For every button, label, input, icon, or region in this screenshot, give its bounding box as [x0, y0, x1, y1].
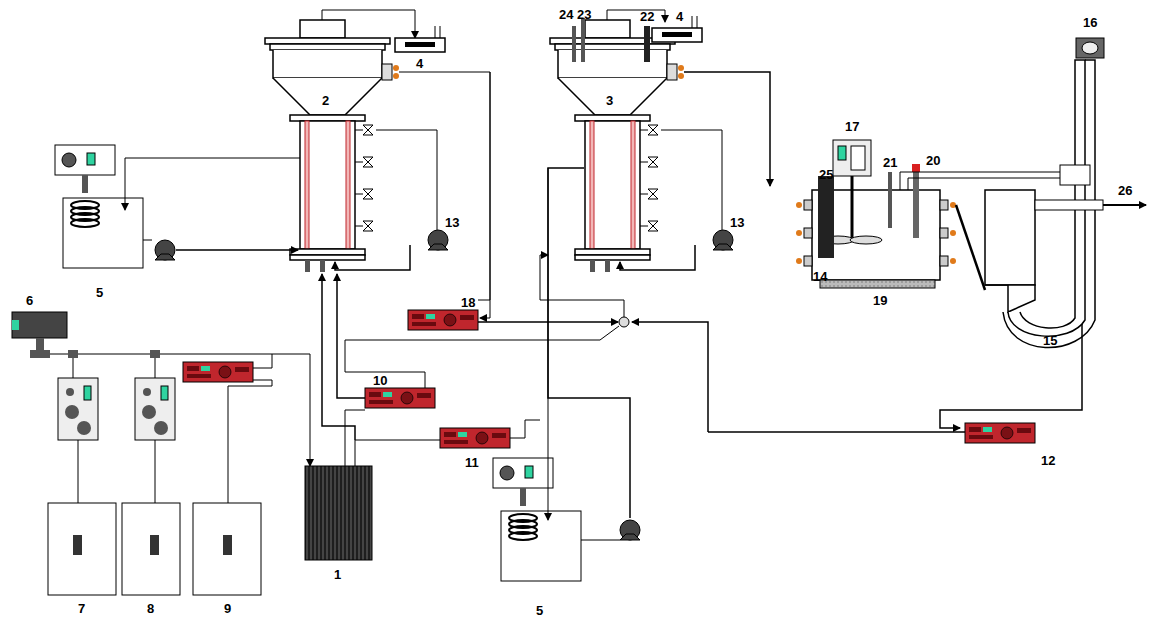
callout-number: 5 [95, 285, 104, 300]
callout-number: 17 [844, 119, 860, 134]
callout-number: 23 [576, 7, 592, 22]
callout-number: 8 [146, 601, 155, 616]
callout-number: 19 [872, 293, 888, 308]
callout-number: 6 [25, 293, 34, 308]
callout-number: 24 [558, 7, 574, 22]
callout-number: 16 [1082, 15, 1098, 30]
callout-number: 9 [223, 601, 232, 616]
callout-number: 21 [882, 155, 898, 170]
callout-number: 2 [321, 93, 330, 108]
callout-number: 18 [460, 295, 476, 310]
callout-number: 25 [818, 167, 834, 182]
callout-number: 22 [639, 9, 655, 24]
callout-number: 11 [464, 455, 480, 470]
callout-number: 13 [444, 215, 460, 230]
callout-number: 20 [925, 153, 941, 168]
callout-number: 4 [675, 9, 684, 24]
callout-number: 14 [812, 269, 828, 284]
callout-number: 10 [372, 373, 388, 388]
callout-number: 5 [535, 603, 544, 618]
callout-number: 26 [1117, 183, 1133, 198]
callout-number: 4 [415, 56, 424, 71]
callout-number: 12 [1040, 453, 1056, 468]
callout-number: 15 [1042, 333, 1058, 348]
callout-number: 3 [605, 93, 614, 108]
callout-number: 7 [77, 601, 86, 616]
callout-number: 13 [729, 215, 745, 230]
callout-number: 1 [333, 567, 342, 582]
